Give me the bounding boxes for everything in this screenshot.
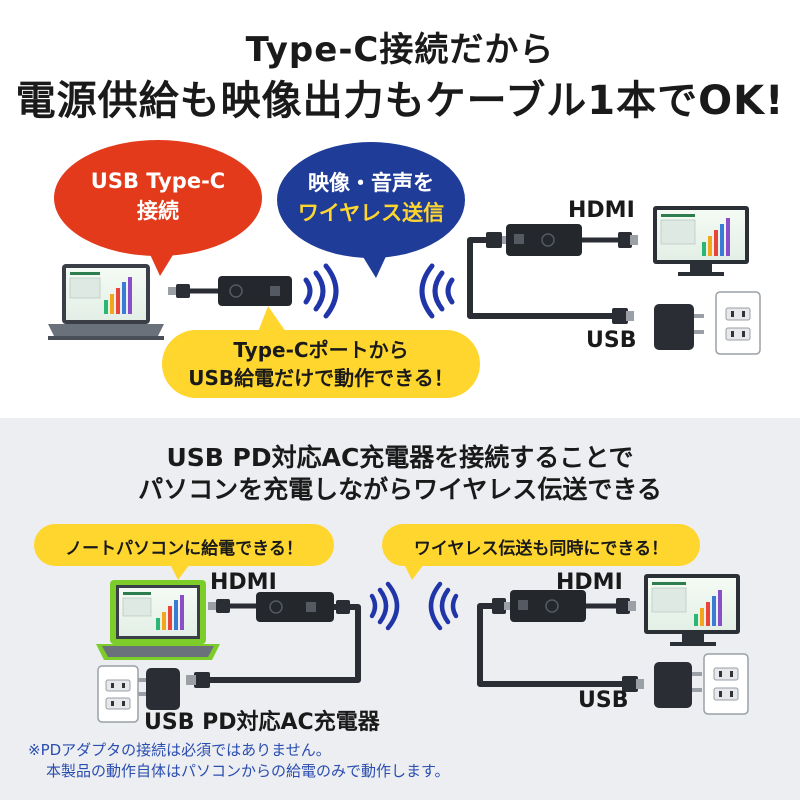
speech-bubble-red: [54, 140, 262, 276]
footnote-line1: ※PDアダプタの接続は必須ではありません。: [28, 741, 331, 759]
bubble-yellow-text: Type-Cポートから USB給電だけで動作できる！: [162, 336, 480, 392]
bottom-title-line2: パソコンを充電しながらワイヤレス伝送できる: [138, 475, 662, 504]
receiver-cable-top: [467, 224, 638, 324]
bubble-red-line2: 接続: [137, 199, 179, 223]
label-charger: USB PD対応AC充電器: [144, 710, 380, 735]
label-usb-top: USB: [586, 328, 637, 353]
wall-outlet-icon-bottom-left: [97, 665, 139, 723]
label-usb-bottom: USB: [578, 688, 629, 713]
pill-right-text: ワイヤレス伝送も同時にできる！: [413, 539, 669, 559]
pill-bubble-left: [34, 524, 334, 580]
usb-c-cable-top: [168, 276, 292, 306]
receiver-cable-bottom: [477, 590, 644, 692]
footnote-line2: 本製品の動作自体はパソコンからの給電のみで動作します。: [46, 762, 450, 780]
bubble-blue-line2: ワイヤレス送信: [297, 201, 445, 225]
laptop-icon-bottom: [96, 580, 220, 660]
bubble-red-text: USB Type-C 接続: [70, 166, 246, 226]
monitor-icon-bottom: [644, 574, 740, 646]
headline-line1: Type-C接続だから: [245, 30, 555, 70]
laptop-icon: [48, 264, 164, 340]
bubble-red-line1: USB Type-C: [90, 169, 226, 193]
speech-bubble-yellow: [162, 306, 480, 398]
ac-charger-icon: [138, 668, 180, 710]
footnote: ※PDアダプタの接続は必須ではありません。 本製品の動作自体はパソコンからの給電…: [28, 740, 450, 782]
bubble-blue-line1: 映像・音声を: [308, 171, 434, 195]
power-adapter-icon-bottom: [654, 662, 702, 708]
wall-outlet-icon-top: [715, 291, 761, 355]
label-hdmi-bottom-left: HDMI: [210, 570, 277, 595]
bubble-yellow-line1: Type-Cポートから: [233, 338, 409, 362]
pill-bubble-right: [382, 524, 700, 580]
pill-left-text: ノートパソコンに給電できる！: [65, 539, 303, 559]
bubble-blue-text: 映像・音声を ワイヤレス送信: [282, 168, 460, 228]
dongle-bottom-left: [186, 592, 361, 688]
wall-outlet-icon-bottom-right: [703, 653, 749, 715]
monitor-icon-top: [653, 206, 749, 276]
label-hdmi-bottom-right: HDMI: [556, 570, 623, 595]
wifi-waves-receive-top: [419, 263, 455, 319]
headline-line2: 電源供給も映像出力もケーブル1本でOK!: [15, 78, 785, 124]
wifi-waves-transmit-bottom: [369, 581, 400, 631]
label-hdmi-top: HDMI: [568, 198, 635, 223]
wifi-waves-receive-bottom: [428, 581, 459, 631]
bubble-yellow-line2: USB給電だけで動作できる！: [188, 366, 454, 390]
wifi-waves-transmit-top: [303, 263, 339, 319]
bottom-title-line1: USB PD対応AC充電器を接続することで: [166, 443, 634, 472]
speech-bubble-blue: [277, 142, 465, 278]
power-adapter-icon-top: [654, 304, 704, 350]
